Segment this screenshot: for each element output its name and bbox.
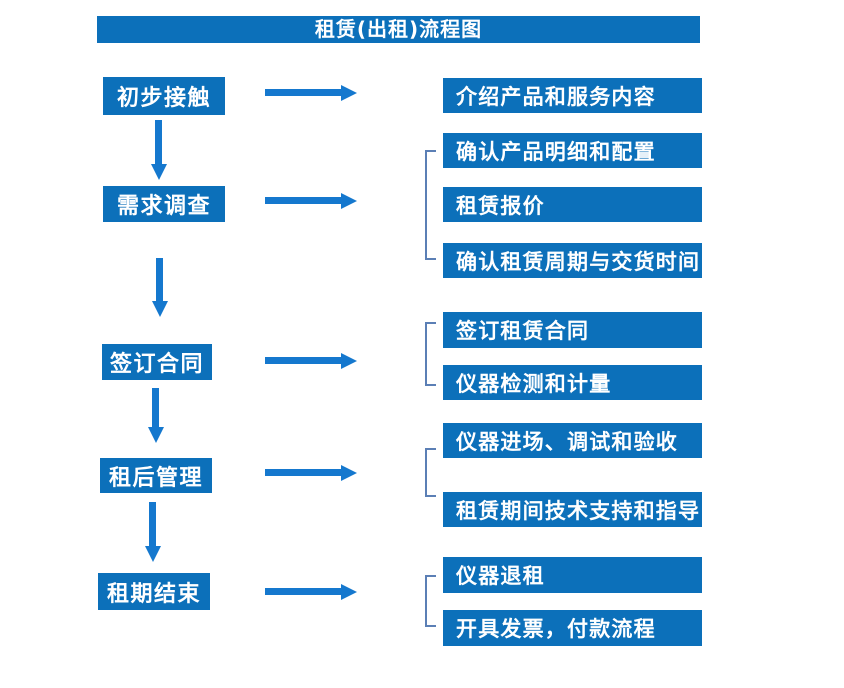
detail-box-confirm-period-delivery: 确认租赁周期与交货时间 xyxy=(443,243,702,278)
arrow-down-icon xyxy=(150,120,167,180)
flowchart-title: 租赁(出租)流程图 xyxy=(97,16,700,43)
detail-box-instrument-testing: 仪器检测和计量 xyxy=(443,365,702,400)
arrow-right-icon xyxy=(265,464,357,481)
detail-box-instrument-return: 仪器退租 xyxy=(443,557,702,593)
detail-box-instrument-setup-acceptance: 仪器进场、调试和验收 xyxy=(443,423,702,458)
bracket-connector xyxy=(425,575,436,627)
detail-box-confirm-product-config: 确认产品明细和配置 xyxy=(443,133,702,168)
arrow-right-icon xyxy=(265,352,357,369)
arrow-down-icon xyxy=(144,502,161,562)
detail-box-rental-quote: 租赁报价 xyxy=(443,187,702,222)
stage-box-rental-end: 租期结束 xyxy=(98,573,210,610)
bracket-connector xyxy=(425,448,436,497)
arrow-down-icon xyxy=(151,258,168,317)
detail-box-introduce-products: 介绍产品和服务内容 xyxy=(443,78,702,113)
arrow-right-icon xyxy=(265,84,357,101)
detail-box-tech-support: 租赁期间技术支持和指导 xyxy=(443,492,702,527)
stage-box-sign-contract: 签订合同 xyxy=(102,344,212,380)
bracket-connector xyxy=(425,150,436,260)
detail-box-sign-rental-contract: 签订租赁合同 xyxy=(443,312,702,348)
arrow-right-icon xyxy=(265,192,357,209)
arrow-right-icon xyxy=(265,583,357,600)
stage-box-post-rental-management: 租后管理 xyxy=(100,458,212,493)
stage-box-demand-survey: 需求调查 xyxy=(103,186,225,222)
arrow-down-icon xyxy=(147,388,164,443)
detail-box-invoice-payment: 开具发票，付款流程 xyxy=(443,610,702,646)
stage-box-initial-contact: 初步接触 xyxy=(103,77,225,115)
bracket-connector xyxy=(425,322,436,386)
